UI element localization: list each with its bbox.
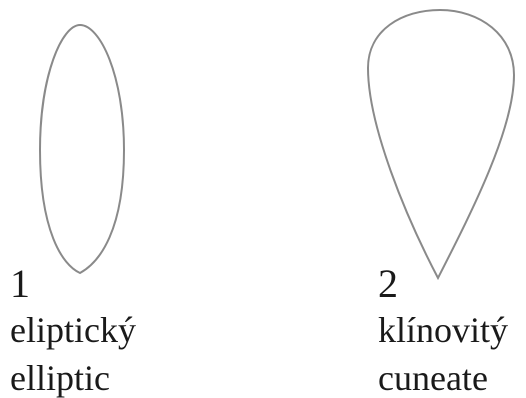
leaf-2-name-cz: klínovitý bbox=[378, 312, 508, 348]
cuneate-leaf-outline bbox=[368, 10, 514, 278]
leaf-1-number: 1 bbox=[10, 264, 30, 304]
elliptic-leaf-outline bbox=[40, 25, 124, 273]
leaf-2-name-en: cuneate bbox=[378, 360, 488, 396]
leaf-1-name-en: elliptic bbox=[10, 360, 110, 396]
leaf-1-name-cz: eliptický bbox=[10, 312, 136, 348]
leaf-2-number: 2 bbox=[378, 264, 398, 304]
